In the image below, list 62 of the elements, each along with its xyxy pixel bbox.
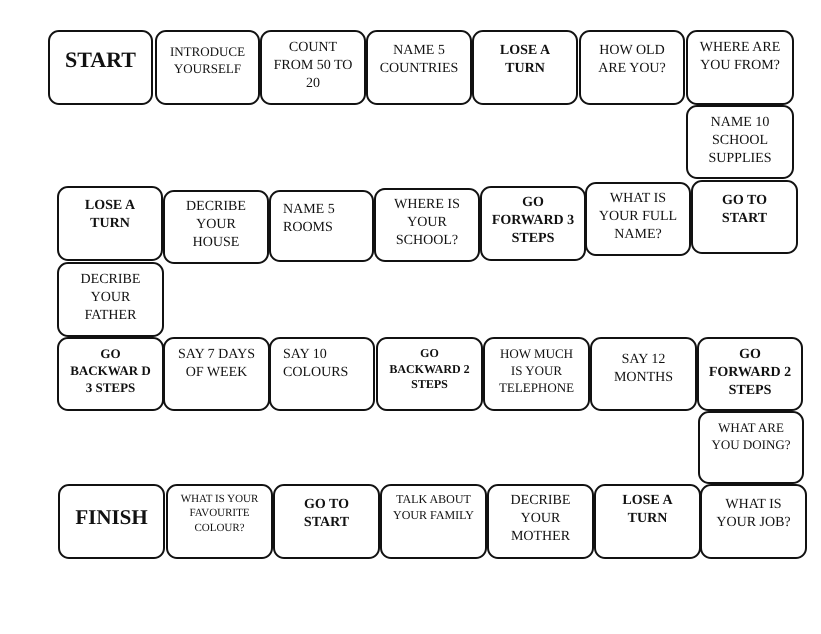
space-text: WHAT IS YOUR FULL NAME?	[598, 190, 678, 244]
space-text: FINISH	[74, 504, 149, 531]
board-space	[57, 337, 164, 411]
board-space	[260, 30, 366, 105]
board-space	[58, 484, 165, 559]
space-text: GO TO START	[302, 496, 350, 532]
space-text: HOW MUCH IS YOUR TELEPHONE	[498, 346, 576, 397]
space-text: DECRIBE YOUR HOUSE	[185, 198, 247, 252]
space-text: COUNT FROM 50 TO 20	[272, 39, 354, 94]
board-space	[273, 484, 380, 559]
space-text: GO BACKWAR D 3 STEPS	[69, 346, 152, 397]
board-space	[700, 484, 807, 559]
board-space	[686, 30, 794, 105]
board-space	[380, 484, 487, 559]
space-text: GO BACKWARD 2 STEPS	[388, 346, 471, 393]
board-space	[487, 484, 594, 559]
space-text: NAME 5 COUNTRIES	[378, 42, 460, 78]
board-space	[155, 30, 260, 105]
board-space	[57, 186, 163, 261]
board-space	[376, 337, 483, 411]
board-space	[697, 337, 803, 411]
space-text: WHAT IS YOUR FAVOURITE COLOUR?	[180, 492, 260, 535]
board-space	[366, 30, 472, 105]
board-space	[590, 337, 697, 411]
board-space	[585, 182, 691, 256]
space-text: GO TO START	[720, 192, 768, 228]
board-space	[374, 188, 480, 262]
board-space	[698, 411, 804, 484]
space-text: TALK ABOUT YOUR FAMILY	[392, 492, 475, 524]
board-space	[686, 105, 794, 179]
board-space	[480, 186, 586, 261]
space-text: GO FORWARD 3 STEPS	[490, 194, 576, 248]
space-text: INTRODUCE YOURSELF	[168, 44, 246, 78]
board-space	[579, 30, 685, 105]
board-space	[57, 262, 164, 337]
board-space	[48, 30, 153, 105]
board-space	[163, 337, 270, 411]
space-text: SAY 10 COLOURS	[282, 346, 350, 382]
space-text: WHERE ARE YOU FROM?	[698, 39, 782, 76]
board-space	[691, 180, 798, 254]
board-space	[269, 190, 374, 262]
space-text: WHERE IS YOUR SCHOOL?	[393, 196, 461, 250]
space-text: LOSE A TURN	[498, 42, 552, 78]
space-text: GO FORWARD 2 STEPS	[708, 346, 792, 400]
space-text: LOSE A TURN	[84, 197, 136, 234]
space-text: SAY 7 DAYS OF WEEK	[176, 346, 256, 382]
board-space	[594, 484, 701, 559]
board-space	[483, 337, 590, 411]
board-space	[269, 337, 375, 411]
board-space	[472, 30, 578, 105]
space-text: SAY 12 MONTHS	[612, 351, 674, 388]
space-text: NAME 5 ROOMS	[282, 201, 336, 238]
space-text: HOW OLD ARE YOU?	[597, 42, 667, 78]
board-space	[163, 190, 269, 264]
board-space	[166, 484, 273, 559]
space-text: START	[64, 46, 137, 74]
space-text: WHAT IS YOUR JOB?	[715, 496, 792, 532]
space-text: LOSE A TURN	[621, 492, 674, 528]
space-text: DECRIBE YOUR MOTHER	[510, 492, 572, 546]
space-text: DECRIBE YOUR FATHER	[80, 271, 142, 326]
space-text: WHAT ARE YOU DOING?	[710, 420, 792, 454]
space-text: NAME 10 SCHOOL SUPPLIES	[707, 114, 773, 168]
